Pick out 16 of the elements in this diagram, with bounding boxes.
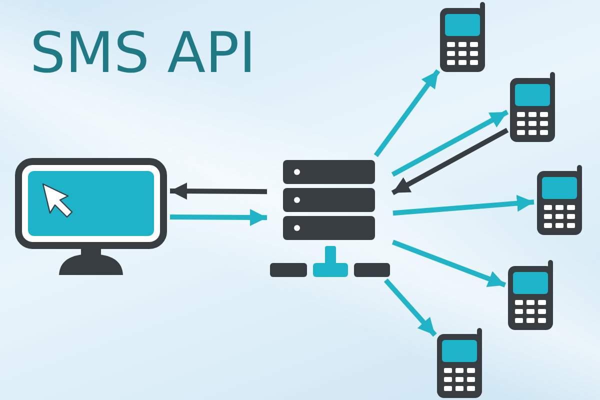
mobile-phone-icon xyxy=(508,260,554,330)
mobile-phone-icon xyxy=(437,328,483,398)
mobile-phone-icon xyxy=(440,2,486,72)
mobile-phone-icon xyxy=(510,72,556,142)
arrow xyxy=(374,69,440,158)
arrow xyxy=(170,182,268,200)
arrow xyxy=(392,194,534,216)
mobile-phone-icon xyxy=(537,165,583,235)
arrow xyxy=(391,128,509,196)
computer-monitor-icon xyxy=(15,158,167,275)
arrow xyxy=(170,209,268,226)
title: SMS API xyxy=(30,26,256,82)
arrow xyxy=(384,278,437,337)
arrow xyxy=(392,240,506,288)
arrow xyxy=(391,110,509,177)
server-icon xyxy=(270,158,390,278)
